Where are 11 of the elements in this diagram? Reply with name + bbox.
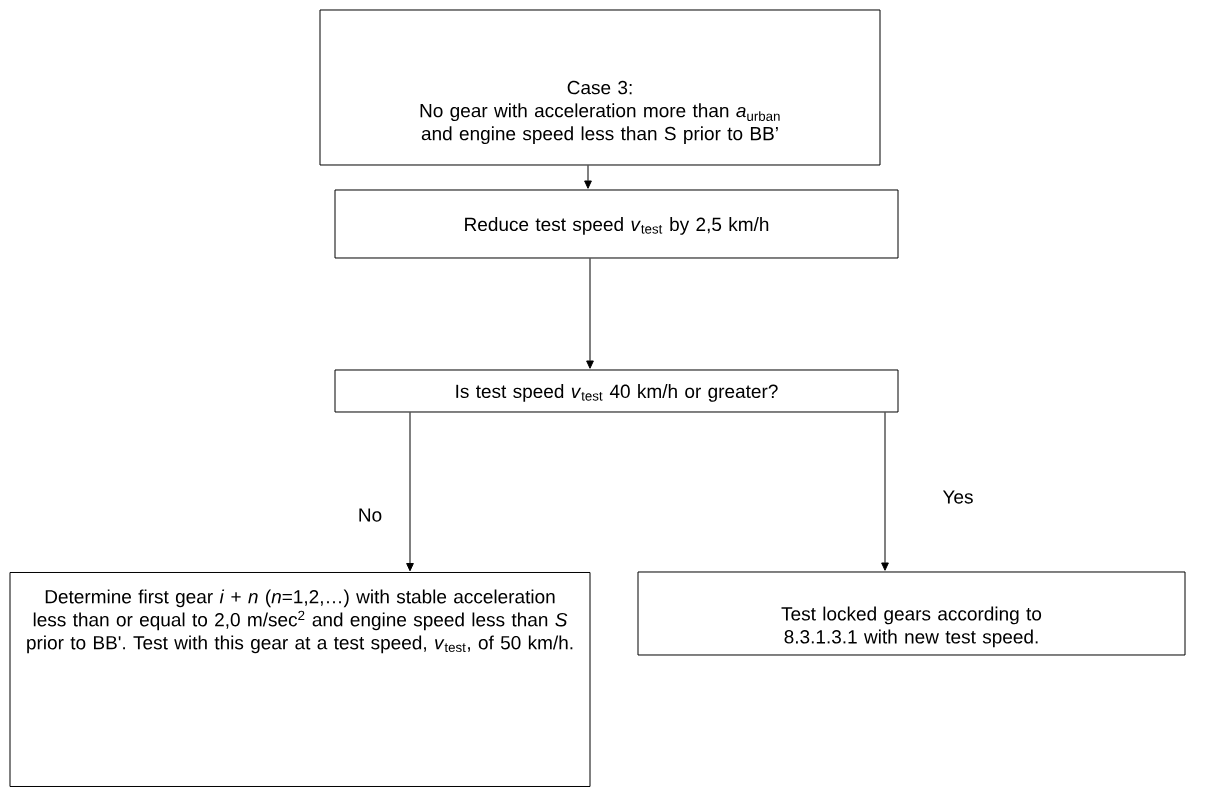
arrow — [406, 412, 414, 572]
arrow — [881, 412, 889, 571]
process-box: Test locked gears according to 8.3.1.3.1 with new test speed. — [637, 571, 1186, 656]
arrow — [586, 258, 594, 369]
arrow — [584, 165, 592, 189]
process-box: Reduce test speed v$_{test}$ by 2,5 km/h — [334, 189, 899, 259]
edge-label: Yes — [940, 488, 976, 506]
process-box: Is test speed v$_{test}$ 40 km/h or greater? — [334, 369, 899, 413]
process-box: Case 3: No gear with acceleration more than a$_{urban}$ and engine speed less than S prior to BB’ — [319, 9, 881, 166]
edge-label: No — [355, 506, 385, 524]
process-box: Determine first gear i + n (n=1,2,…) with stable acceleration less than or equal to 2,0 m/sec$^{2}$ and engine speed less than S prior to BB'. Test with this gear at a test speed, v$_{test}$, of 50 km/h. — [9, 572, 591, 787]
